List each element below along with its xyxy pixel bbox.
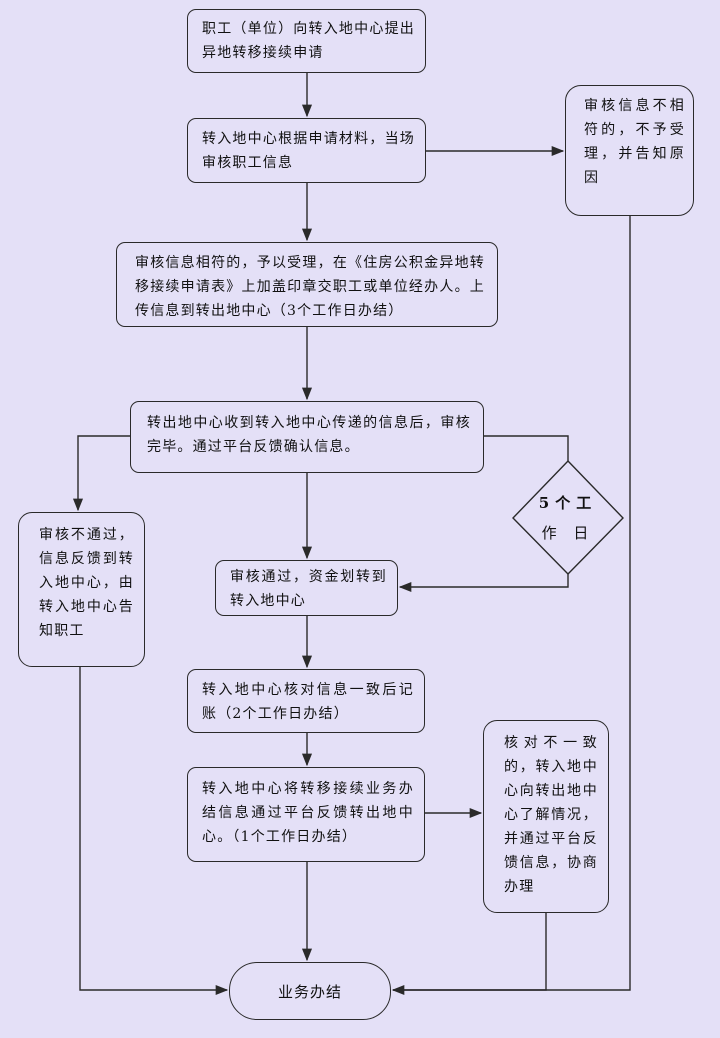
step-fail-review: 审核不通过，信息反馈到转入地中心，由转入地中心告知职工 (18, 512, 145, 667)
step-mismatch-text: 核对不一致的，转入地中心向转出地中心了解情况，并通过平台反馈信息，协商办理 (504, 735, 598, 895)
step-complete-feedback: 转入地中心将转移接续业务办结信息通过平台反馈转出地中心。（1个工作日办结） (187, 767, 425, 862)
decision-label: 5个工 作 日 (513, 488, 623, 548)
step-fail-review-text: 审核不通过，信息反馈到转入地中心，由转入地中心告知职工 (39, 527, 134, 639)
step-review-on-site: 转入地中心根据申请材料，当场审核职工信息 (187, 118, 426, 183)
step-pass-review-text: 审核通过，资金划转到转入地中心 (230, 569, 387, 609)
arrow-fail-to-end (79, 667, 229, 996)
decision-label-line2: 作 日 (541, 524, 595, 542)
step-accept: 审核信息相符的，予以受理，在《住房公积金异地转移接续申请表》上加盖印章交职工或单… (116, 242, 498, 327)
arrow-mismatch-to-end (393, 913, 547, 991)
arrow-outgoing-to-fail (72, 435, 130, 512)
step-apply: 职工（单位）向转入地中心提出异地转移接续申请 (187, 9, 426, 73)
step-reconcile: 转入地中心核对信息一致后记账（2个工作日办结） (187, 669, 425, 733)
end-terminal: 业务办结 (229, 962, 391, 1020)
step-apply-text: 职工（单位）向转入地中心提出异地转移接续申请 (202, 21, 415, 61)
decision-label-line1: 5个工 (538, 494, 598, 512)
arrow-outgoing-to-diamond (484, 435, 569, 461)
step-mismatch: 核对不一致的，转入地中心向转出地中心了解情况，并通过平台反馈信息，协商办理 (483, 720, 609, 913)
end-terminal-text: 业务办结 (277, 982, 342, 1001)
step-reconcile-text: 转入地中心核对信息一致后记账（2个工作日办结） (202, 682, 414, 722)
step-outgoing-review: 转出地中心收到转入地中心传递的信息后，审核完毕。通过平台反馈确认信息。 (130, 401, 484, 473)
step-reject-text: 审核信息不相符的，不予受理，并告知原因 (584, 98, 685, 186)
step-pass-review: 审核通过，资金划转到转入地中心 (215, 560, 398, 616)
arrow-diamond-to-pass (398, 574, 569, 593)
step-outgoing-review-text: 转出地中心收到转入地中心传递的信息后，审核完毕。通过平台反馈确认信息。 (147, 415, 471, 455)
step-review-on-site-text: 转入地中心根据申请材料，当场审核职工信息 (202, 131, 415, 171)
step-accept-text: 审核信息相符的，予以受理，在《住房公积金异地转移接续申请表》上加盖印章交职工或单… (135, 255, 485, 319)
step-reject: 审核信息不相符的，不予受理，并告知原因 (565, 85, 694, 216)
step-complete-feedback-text: 转入地中心将转移接续业务办结信息通过平台反馈转出地中心。（1个工作日办结） (202, 781, 414, 845)
decision-diamond (512, 459, 624, 575)
